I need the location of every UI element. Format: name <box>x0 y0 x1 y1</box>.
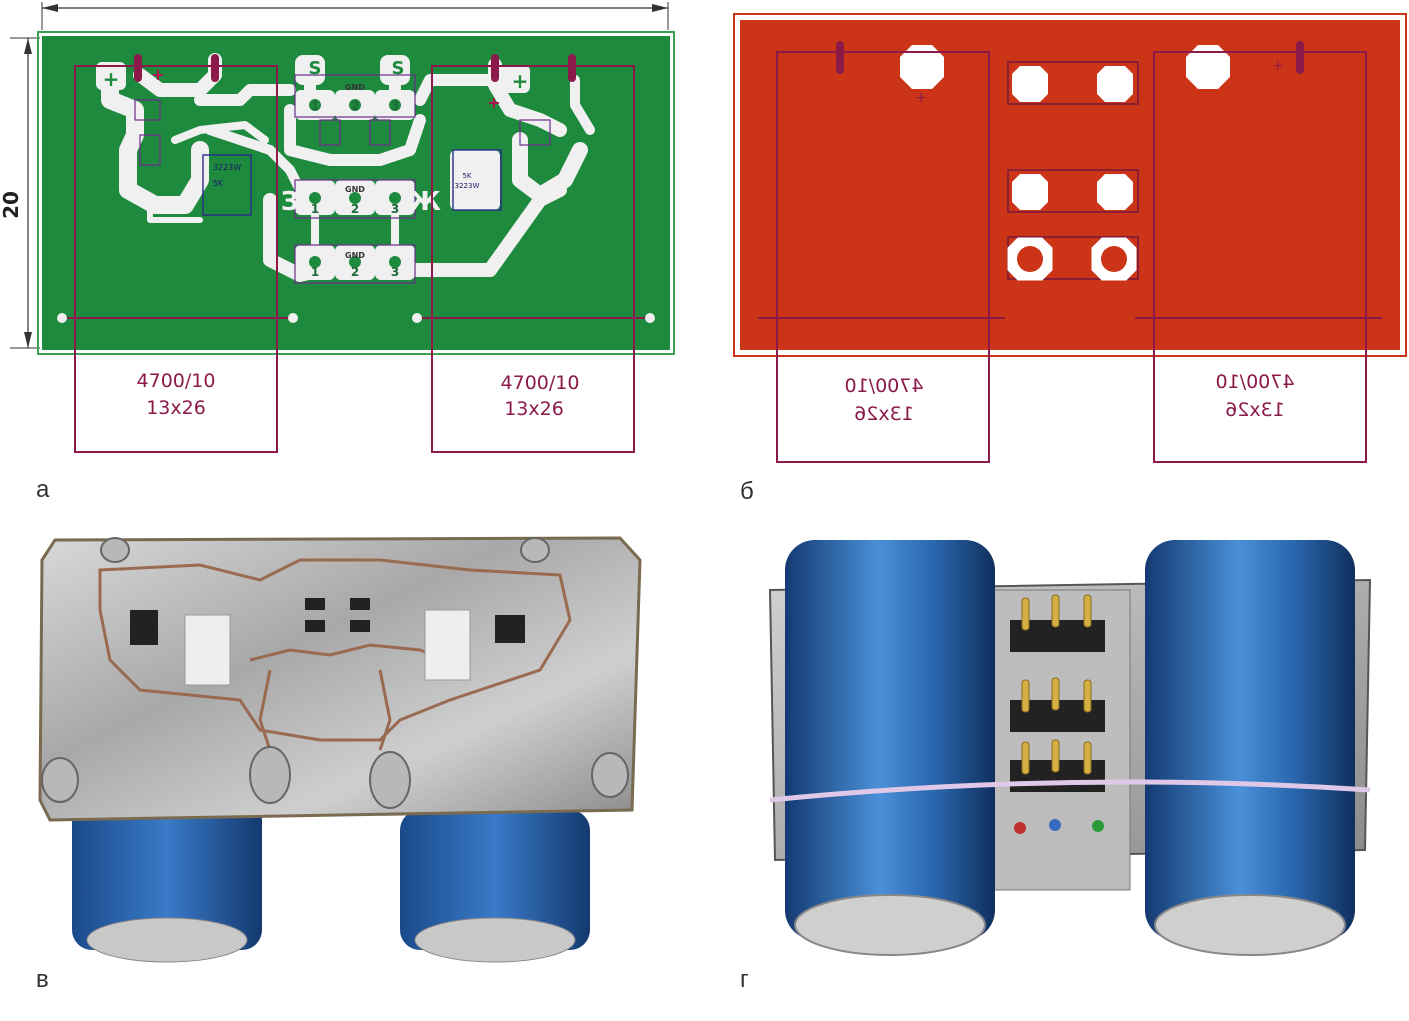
svg-text:1: 1 <box>311 99 319 113</box>
cap-size-left: 13x26 <box>146 397 206 419</box>
pcb-top-drawing: 20 <box>0 2 675 453</box>
label-zh: Ж <box>409 187 441 217</box>
label-s-right: S <box>392 58 405 79</box>
svg-text:3: 3 <box>391 202 399 216</box>
capacitor-photo-right <box>400 810 590 950</box>
svg-text:2: 2 <box>351 265 359 279</box>
cap-value-right: 4700/10 <box>501 372 580 394</box>
svg-text:GND: GND <box>345 185 365 194</box>
rubber-band <box>769 779 1371 803</box>
panel-c-photo-assembled-top <box>0 520 700 970</box>
photo-top-illustration <box>38 536 642 963</box>
cap-size-right: 13x26 <box>504 398 564 420</box>
capacitor-outline-left <box>74 65 278 453</box>
label-plus-right: + <box>512 69 529 93</box>
capacitor-photo-right-large <box>1145 540 1355 940</box>
svg-text:1: 1 <box>311 202 319 216</box>
trimmer-outline-left <box>202 154 252 216</box>
svg-text:+: + <box>151 65 164 84</box>
svg-text:+: + <box>1272 58 1284 74</box>
label-z: З <box>281 187 299 217</box>
svg-text:1: 1 <box>311 265 319 279</box>
pcb-bottom-drawing: + + 4700/10 13x26 4700/10 13x26 <box>733 13 1407 463</box>
panel-c-label: в <box>36 966 49 993</box>
trimmer-outline-right <box>452 149 502 211</box>
label-s-left: S <box>309 58 322 79</box>
cap-size-left-mirrored: 13x26 <box>854 403 914 425</box>
cap-value-left: 4700/10 <box>137 370 216 392</box>
svg-text:+: + <box>487 93 500 112</box>
height-dimension-value: 20 <box>0 191 23 219</box>
panel-a-label: а <box>36 476 50 503</box>
svg-text:3223W: 3223W <box>455 182 480 190</box>
capacitor-photo-left <box>72 800 262 950</box>
pcb-pads <box>96 55 530 280</box>
pin-headers <box>1010 594 1105 792</box>
svg-text:3: 3 <box>391 99 399 113</box>
panel-d-photo-with-capacitors <box>720 520 1409 970</box>
capacitor-outline-right-b <box>1153 51 1367 463</box>
svg-text:3: 3 <box>391 265 399 279</box>
tinned-board <box>38 536 642 822</box>
panel-b-label: б <box>740 478 754 505</box>
svg-text:5K: 5K <box>462 172 471 180</box>
label-plus-left: + <box>103 67 120 91</box>
panel-a-pcb-top: 20 <box>0 0 700 470</box>
cap-value-right-mirrored: 4700/10 <box>1216 371 1295 393</box>
cap-value-left-mirrored: 4700/10 <box>845 375 924 397</box>
svg-text:5K: 5K <box>213 179 224 188</box>
pcb-board-red <box>740 20 1400 350</box>
svg-text:3223W: 3223W <box>213 163 241 172</box>
capacitor-outline-right <box>431 65 635 453</box>
component-outlines <box>134 74 551 284</box>
svg-text:2: 2 <box>351 202 359 216</box>
svg-text:GND: GND <box>345 83 365 92</box>
svg-text:2: 2 <box>351 99 359 113</box>
svg-text:+: + <box>915 90 927 106</box>
panel-b-pcb-bottom: + + 4700/10 13x26 4700/10 13x26 <box>720 0 1409 470</box>
capacitor-photo-left-large <box>785 540 995 940</box>
photo-capacitors-illustration <box>768 540 1372 956</box>
capacitor-outline-left-b <box>776 51 990 463</box>
panel-d-label: г <box>740 966 749 993</box>
mounting-pads <box>900 45 1230 89</box>
svg-text:GND: GND <box>345 251 365 260</box>
cap-size-right-mirrored: 13x26 <box>1225 399 1285 421</box>
